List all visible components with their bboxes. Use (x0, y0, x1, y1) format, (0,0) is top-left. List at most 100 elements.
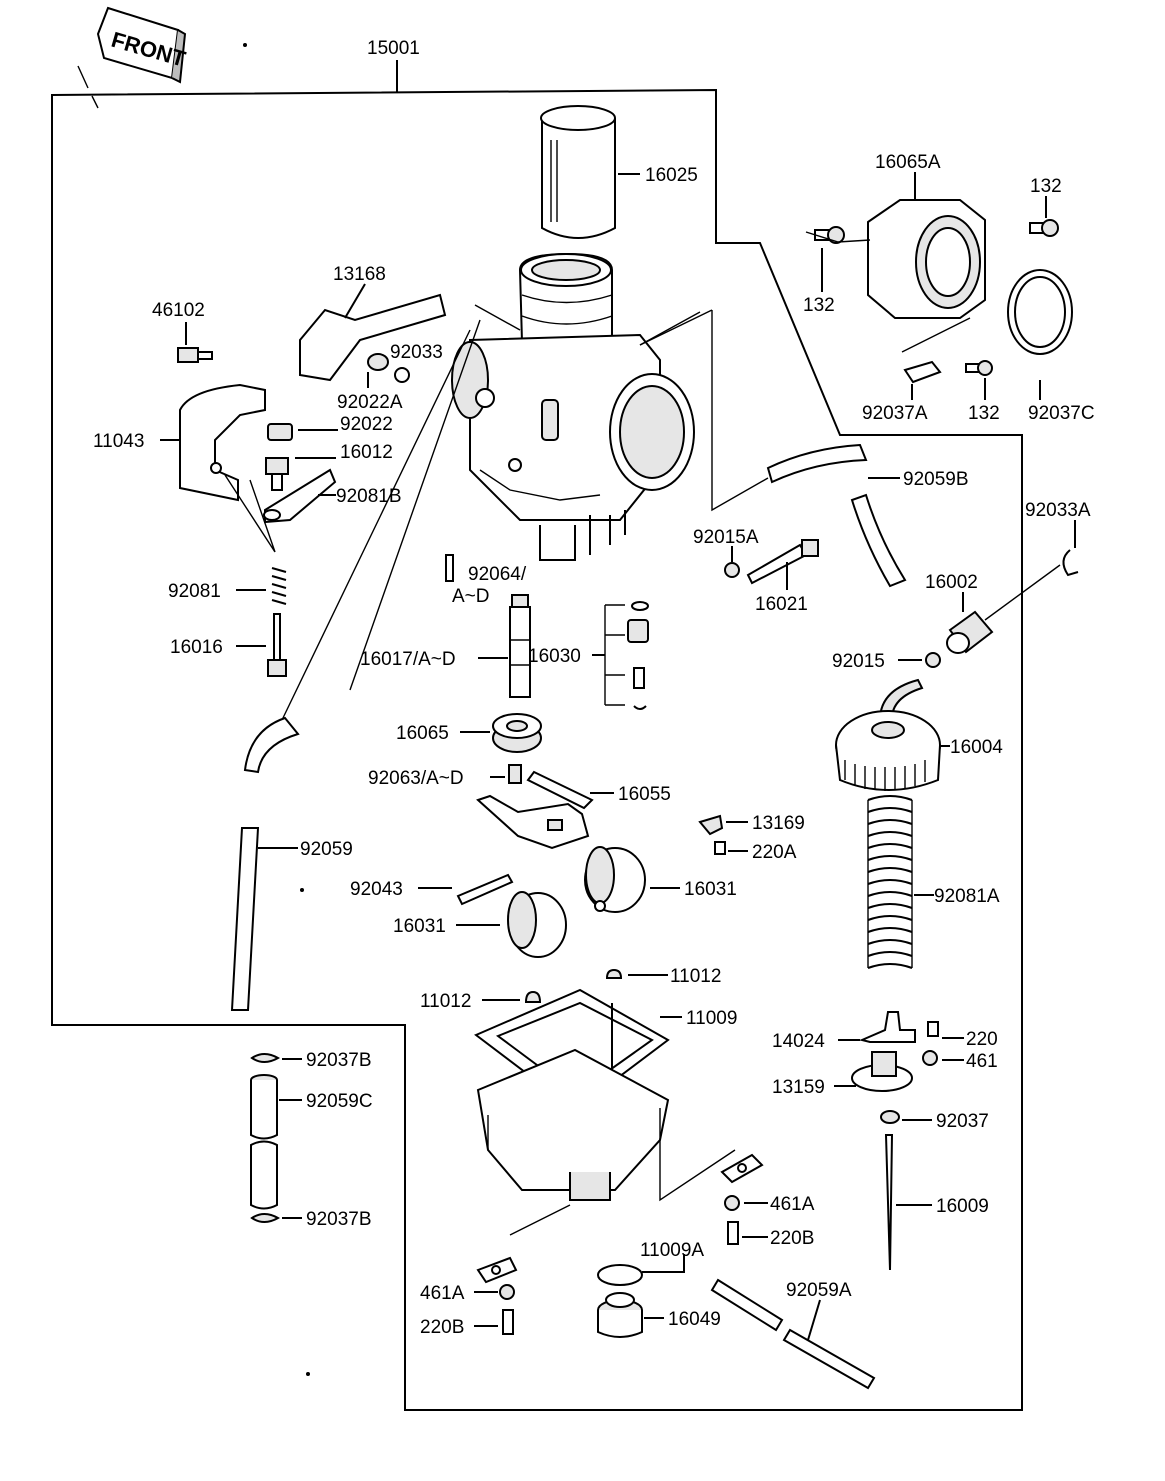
label-92059B: 92059B (903, 469, 969, 490)
label-16009: 16009 (936, 1196, 989, 1217)
label-11009: 11009 (686, 1008, 737, 1029)
nut-461 (922, 1050, 938, 1066)
bolt-132-left (814, 226, 845, 244)
label-11043: 11043 (93, 431, 144, 452)
label-461: 461 (966, 1051, 998, 1072)
spring-92081A (867, 795, 913, 969)
label-16021: 16021 (755, 594, 808, 615)
nut-461A-right (724, 1195, 740, 1211)
label-11009A: 11009A (640, 1240, 704, 1261)
label-92081A: 92081A (934, 886, 1000, 907)
tube-92059 (230, 716, 300, 1011)
clip-92033A (1062, 549, 1079, 577)
label-92059A: 92059A (786, 1280, 852, 1301)
screw-16021 (746, 539, 819, 585)
spring-92081 (271, 567, 287, 605)
clip-92037 (880, 1110, 900, 1124)
clip-13169 (698, 814, 724, 836)
label-92037B-bottom: 92037B (306, 1209, 372, 1230)
assembly-boundary (51, 88, 1023, 1411)
label-13169: 13169 (752, 813, 805, 834)
screw-220 (927, 1021, 939, 1037)
label-92037: 92037 (936, 1111, 989, 1132)
label-92037A: 92037A (862, 403, 928, 424)
label-92022: 92022 (340, 414, 393, 435)
screw-220A (714, 841, 726, 855)
screw-220B-left (502, 1309, 514, 1335)
tube-92059A (710, 1278, 876, 1390)
label-92081: 92081 (168, 581, 221, 602)
pin-92043 (456, 873, 514, 906)
float-16031-right (584, 846, 646, 913)
label-92059: 92059 (300, 839, 353, 860)
float-arm-16055 (476, 770, 594, 850)
float-16031-left (507, 891, 567, 958)
speck (243, 43, 247, 47)
bracket-11043 (179, 383, 266, 502)
assembly-label: 15001 (367, 38, 420, 59)
label-16031-right: 16031 (684, 879, 737, 900)
label-16004: 16004 (950, 737, 1003, 758)
cap-92037B-bottom (250, 1213, 281, 1223)
plunger-16016 (267, 613, 287, 677)
nut-92015 (925, 652, 941, 668)
jet-92064 (445, 554, 454, 582)
tube-92059C (250, 1074, 278, 1210)
label-92033: 92033 (390, 342, 443, 363)
label-16049: 16049 (668, 1309, 721, 1330)
label-16016: 16016 (170, 637, 223, 658)
label-220: 220 (966, 1029, 998, 1050)
label-16017: 16017/A~D (360, 649, 456, 670)
bolt-132-bottom (965, 360, 993, 376)
carburetor-body-part (451, 252, 701, 561)
label-16065A: 16065A (875, 152, 941, 173)
label-92064-suffix: A~D (452, 586, 490, 607)
label-92022A: 92022A (337, 392, 403, 413)
label-14024: 14024 (772, 1031, 825, 1052)
needle-16009 (884, 1134, 894, 1271)
label-16065: 16065 (396, 723, 449, 744)
label-132-bottom: 132 (968, 403, 1000, 424)
label-11012-left: 11012 (420, 991, 471, 1012)
label-16031-left: 16031 (393, 916, 446, 937)
label-220B-left: 220B (420, 1317, 464, 1338)
plate-92081B (263, 468, 337, 524)
tube-92059B (766, 443, 907, 588)
label-132-top: 132 (1030, 176, 1062, 197)
label-92063: 92063/A~D (368, 768, 464, 789)
leader-dash-left (224, 474, 276, 553)
nut-92015A (724, 562, 740, 578)
throttle-slide-part (540, 105, 616, 239)
kit-16030 (604, 601, 649, 710)
holder-13159 (851, 1051, 913, 1092)
needle-jet-16017 (509, 594, 531, 698)
label-16002: 16002 (925, 572, 978, 593)
float-bowl-part (476, 1048, 736, 1236)
cap-11012-right (605, 968, 623, 979)
label-132-left: 132 (803, 295, 835, 316)
plate-right (720, 1153, 764, 1184)
intake-holder-part (867, 199, 986, 319)
front-arrow-mark (77, 65, 99, 109)
cap-16002 (946, 610, 994, 654)
holder-14024 (858, 1011, 916, 1043)
leader-connector-right (711, 310, 769, 512)
cap-11012-left (524, 990, 542, 1003)
label-13168: 13168 (333, 264, 386, 285)
cap-92037B-top (250, 1053, 281, 1063)
label-220A: 220A (752, 842, 797, 863)
label-92043: 92043 (350, 879, 403, 900)
label-92059C: 92059C (306, 1091, 373, 1112)
washer-92022A (367, 353, 410, 383)
label-13159: 13159 (772, 1077, 825, 1098)
plug-16049 (597, 1292, 643, 1338)
label-46102: 46102 (152, 300, 205, 321)
screw-46102 (177, 347, 213, 363)
top-cap-16004 (835, 678, 941, 791)
bolt-132-top (1029, 219, 1059, 237)
clamp-92037C (1007, 269, 1073, 355)
label-461A-left: 461A (420, 1283, 465, 1304)
screw-220B-right (727, 1221, 739, 1245)
label-16012: 16012 (340, 442, 393, 463)
